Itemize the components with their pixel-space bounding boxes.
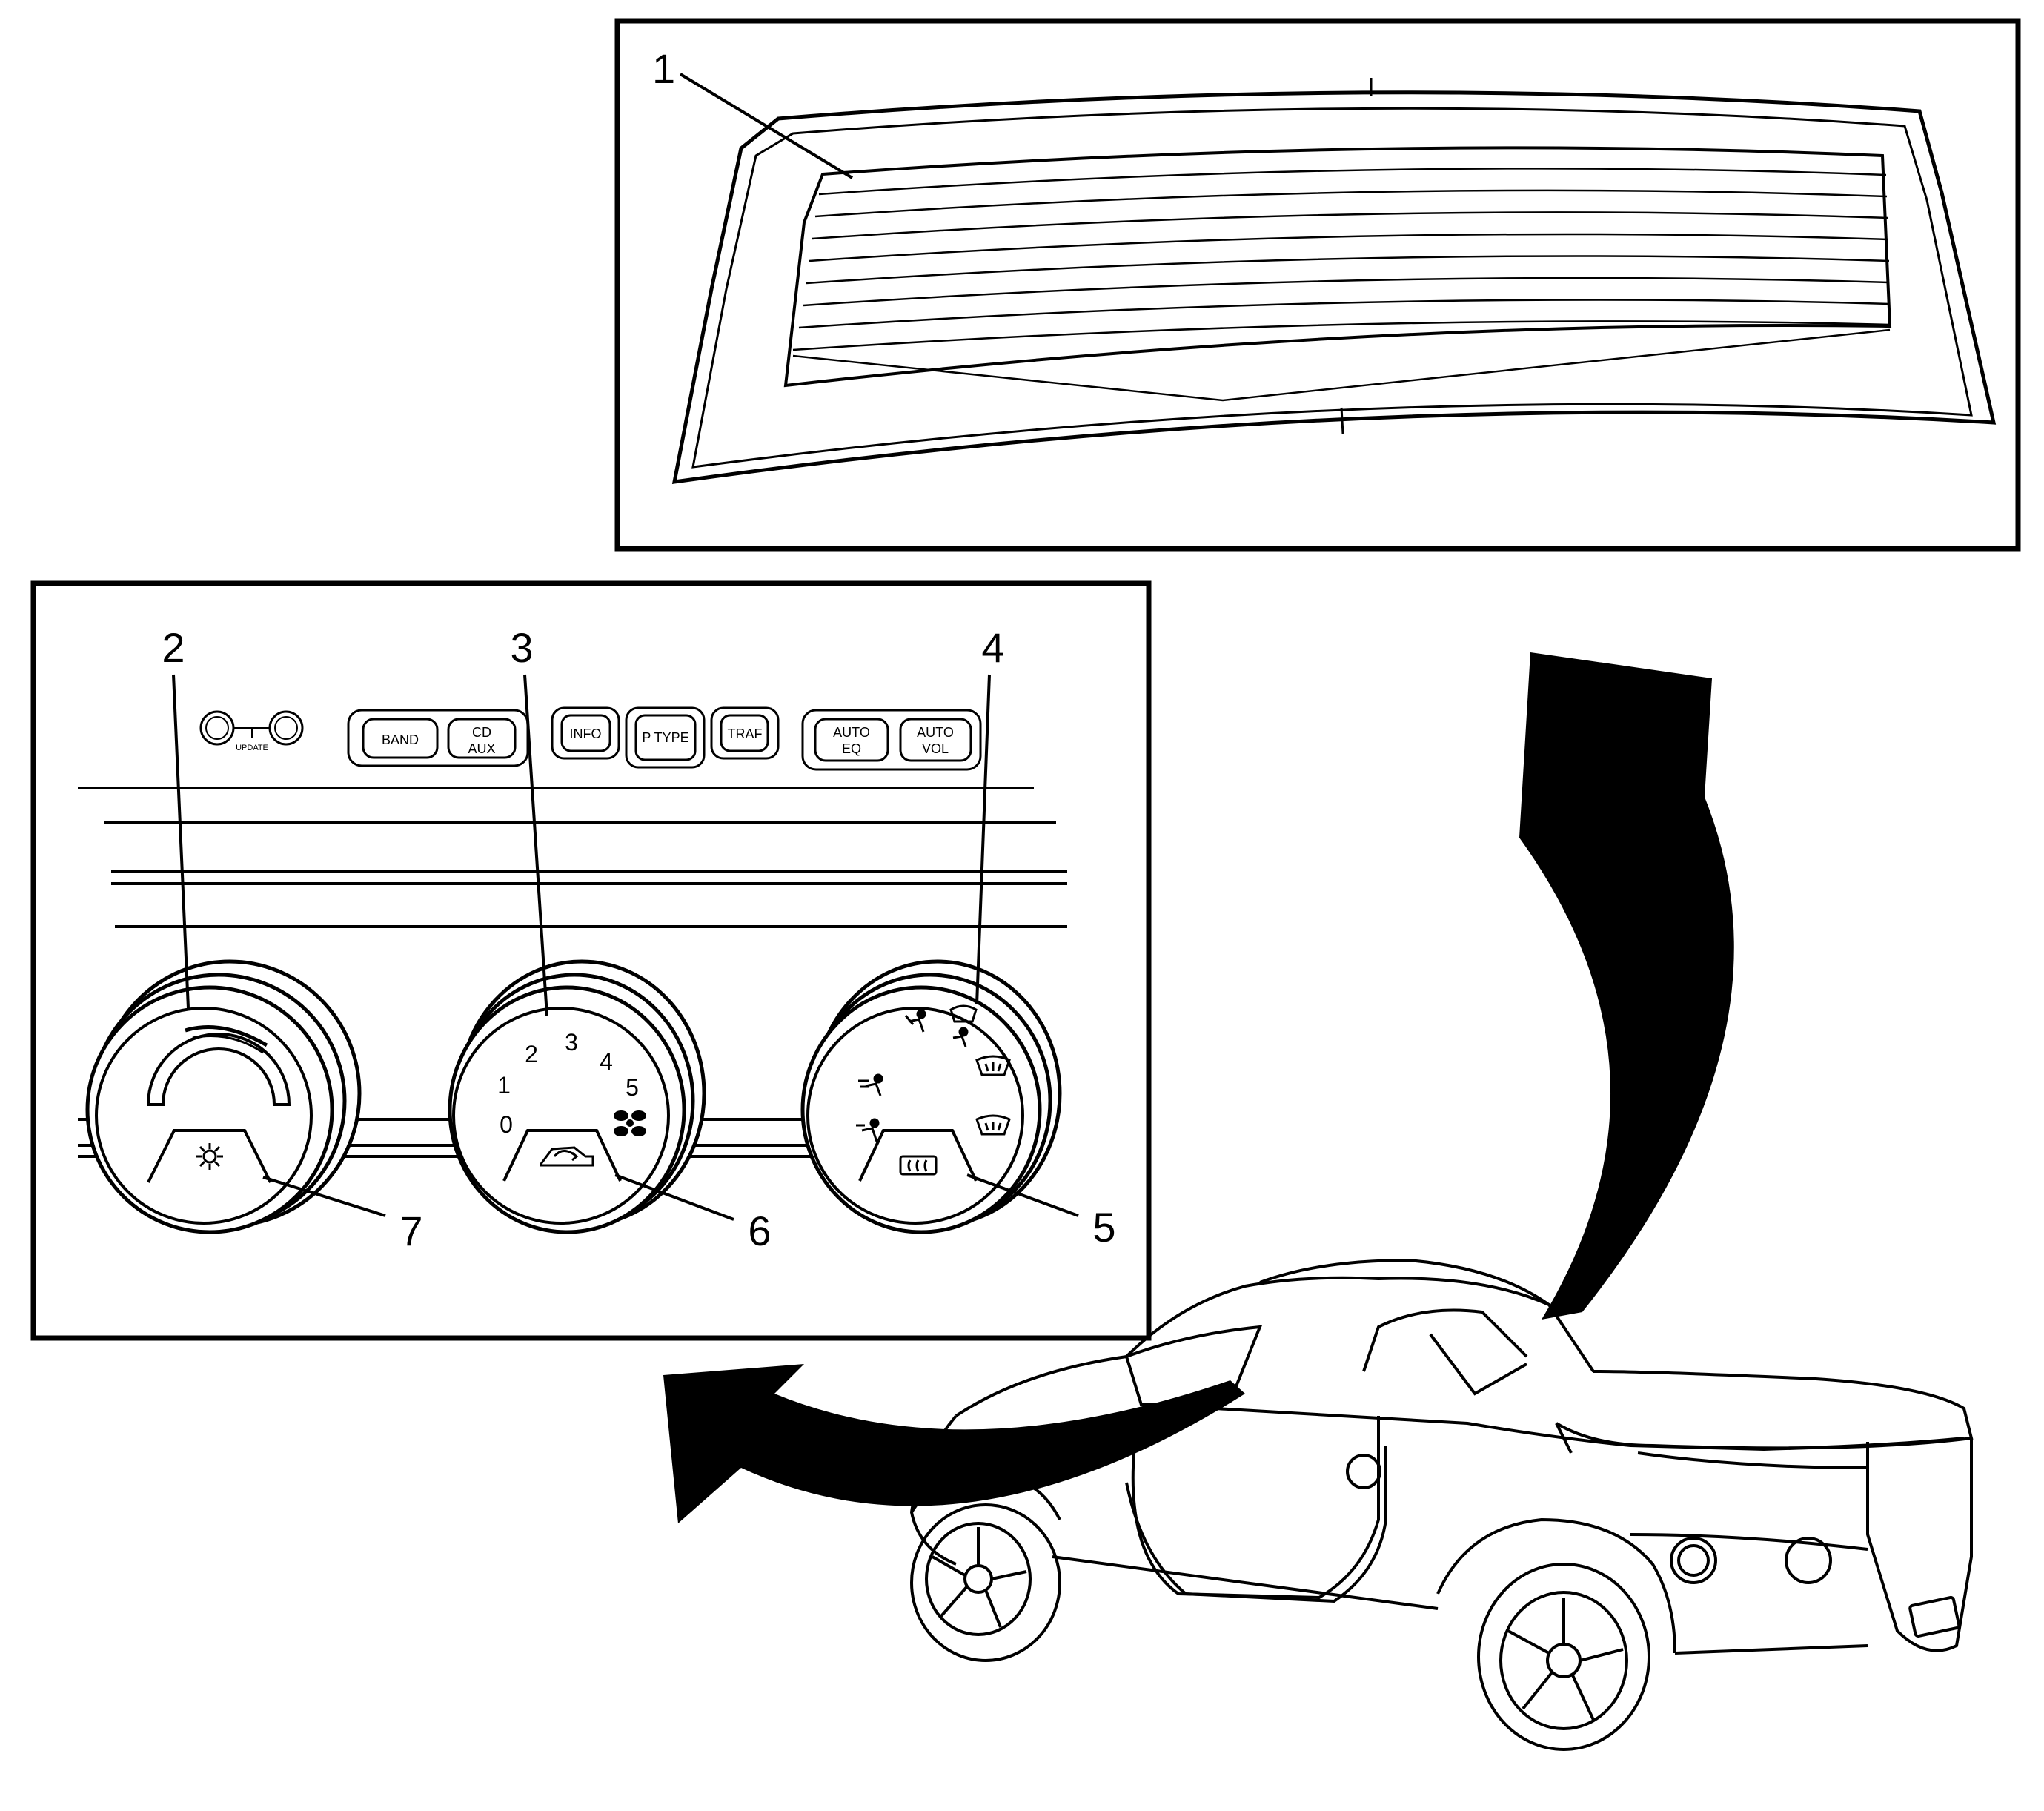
update-buttons[interactable]: UPDATE (199, 710, 304, 752)
auto-vol-label-2: VOL (922, 741, 949, 756)
cd-aux-button[interactable] (447, 718, 517, 759)
auto-eq-label-1: AUTO (833, 725, 870, 740)
cd-label: CD (472, 725, 491, 740)
info-ptype-traf-group: INFO P TYPE TRAF (551, 706, 780, 769)
callout-5: 5 (1092, 1204, 1115, 1251)
band-button[interactable] (362, 718, 439, 759)
recirculation-icon (540, 1146, 594, 1167)
rear-defrost-icon (899, 1155, 938, 1176)
fan-speed-0: 0 (500, 1111, 513, 1138)
bi-level-icon (856, 1118, 880, 1142)
temperature-knob[interactable] (85, 959, 362, 1234)
fan-speed-1: 1 (497, 1072, 511, 1099)
auto-eq-vol-group: AUTO EQ AUTO VOL (801, 709, 982, 771)
info-label: INFO (570, 726, 602, 741)
callout-3: 3 (510, 624, 533, 671)
arrow-to-control-panel (663, 1364, 1245, 1523)
auto-eq-button[interactable] (814, 718, 889, 762)
update-label: UPDATE (236, 744, 268, 752)
callout-6: 6 (748, 1208, 771, 1254)
arrow-to-rear-window (1519, 652, 1734, 1320)
callout-2: 2 (162, 624, 185, 671)
traf-label: TRAF (728, 726, 763, 741)
recirculation-button[interactable] (502, 1129, 622, 1182)
aux-label: AUX (468, 741, 495, 756)
snowflake-icon (196, 1143, 223, 1170)
callout-1: 1 (652, 45, 675, 92)
band-label: BAND (382, 732, 419, 747)
auto-vol-label-1: AUTO (917, 725, 954, 740)
hvac-control-panel: UPDATE BAND CD AUX INFO P TYPE TRAF (30, 580, 1152, 1341)
band-cd-button-group: BAND CD AUX (347, 709, 529, 767)
callout-4: 4 (981, 624, 1004, 671)
fan-knob[interactable]: 0 1 2 3 4 5 (448, 959, 706, 1234)
traf-button[interactable] (720, 714, 769, 752)
defrost-icon-1 (975, 1055, 1011, 1076)
fan-icon (614, 1110, 646, 1136)
auto-eq-label-2: EQ (842, 741, 861, 756)
fan-speed-3: 3 (565, 1029, 578, 1056)
vent-icon (858, 1073, 883, 1096)
vehicle-illustration (909, 1258, 1974, 1751)
floor-defrost-icon (949, 1004, 978, 1047)
auto-vol-button[interactable] (899, 718, 972, 762)
rear-window-panel: 1 (614, 18, 2021, 552)
callout-7: 7 (399, 1208, 422, 1254)
fan-speed-5: 5 (626, 1074, 639, 1101)
windshield-defrost-icon (975, 1114, 1011, 1136)
p-type-button[interactable] (634, 714, 697, 761)
floor-vent-icon (904, 1009, 926, 1033)
ac-button[interactable] (147, 1129, 272, 1183)
fan-speed-4: 4 (600, 1048, 613, 1075)
info-button[interactable] (560, 714, 611, 752)
mode-knob[interactable] (800, 959, 1062, 1234)
p-type-label: P TYPE (642, 730, 688, 745)
fan-speed-2: 2 (525, 1041, 538, 1067)
